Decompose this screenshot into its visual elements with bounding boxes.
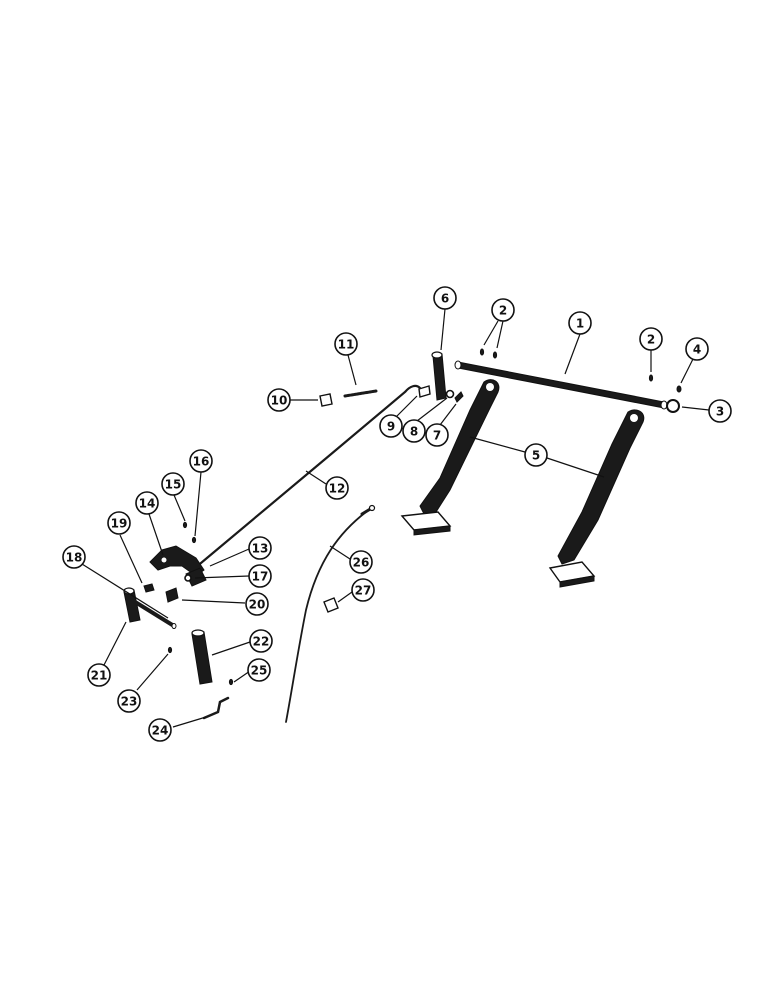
part-lever-22 <box>191 629 213 685</box>
callout-label: 13 <box>252 542 269 556</box>
callout-label: 16 <box>193 455 210 469</box>
callout-3: 3 <box>708 399 732 423</box>
callout-15: 15 <box>161 472 185 496</box>
part-washer-17 <box>184 574 192 582</box>
callout-25: 25 <box>247 658 271 682</box>
part-control-rod-12 <box>193 384 422 570</box>
part-washer-8 <box>445 389 455 399</box>
callout-8: 8 <box>402 419 426 443</box>
callout-label: 8 <box>410 425 418 439</box>
part-end-bushing <box>666 399 680 413</box>
part-cross-shaft <box>454 360 668 410</box>
callout-label: 4 <box>693 343 701 357</box>
callout-label: 10 <box>271 394 288 408</box>
callout-label: 25 <box>251 664 268 678</box>
callout-label: 7 <box>433 429 441 443</box>
callout-19: 19 <box>107 511 131 535</box>
callout-label: 24 <box>152 724 169 738</box>
callout-27: 27 <box>351 578 375 602</box>
part-key-2c <box>648 374 654 382</box>
callout-label: 3 <box>716 405 724 419</box>
callout-2b: 2 <box>639 327 663 351</box>
part-pedal-right <box>548 409 645 588</box>
callout-label: 6 <box>441 292 449 306</box>
callout-label: 23 <box>121 695 138 709</box>
callout-1: 1 <box>568 311 592 335</box>
callout-13: 13 <box>248 536 272 560</box>
callout-label: 14 <box>139 497 156 511</box>
part-upright-lever <box>431 351 447 401</box>
part-clip-9 <box>418 385 431 398</box>
callout-label: 9 <box>387 420 395 434</box>
part-pin-25 <box>228 678 234 686</box>
callout-23: 23 <box>117 689 141 713</box>
callout-5: 5 <box>524 443 548 467</box>
part-cable-26 <box>285 504 376 723</box>
part-clip-10 <box>319 393 333 407</box>
part-bent-rod-24 <box>202 696 230 720</box>
part-pin-7 <box>454 391 464 403</box>
part-nut-19 <box>143 583 155 593</box>
callout-label: 19 <box>111 517 128 531</box>
callout-label: 2 <box>499 304 507 318</box>
callout-20: 20 <box>245 592 269 616</box>
part-key-2a <box>479 348 485 356</box>
callout-18: 18 <box>62 545 86 569</box>
callout-label: 21 <box>91 669 108 683</box>
callout-14: 14 <box>135 491 159 515</box>
callout-11: 11 <box>334 332 358 356</box>
part-pedal-left <box>400 379 500 536</box>
callout-26: 26 <box>349 550 373 574</box>
callout-label: 15 <box>165 478 182 492</box>
part-clip-27 <box>323 597 339 613</box>
callout-7: 7 <box>425 423 449 447</box>
callout-label: 20 <box>249 598 266 612</box>
part-pin-15 <box>182 521 188 529</box>
part-small-pin-4 <box>676 385 682 393</box>
callout-label: 2 <box>647 333 655 347</box>
callout-label: 27 <box>355 584 372 598</box>
part-spring-11 <box>343 389 378 398</box>
part-key-2b <box>492 351 498 359</box>
callout-4: 4 <box>685 337 709 361</box>
leader-lines <box>81 308 710 728</box>
callout-16: 16 <box>189 449 213 473</box>
callout-12: 12 <box>325 476 349 500</box>
part-pin-23 <box>167 646 173 654</box>
callout-label: 18 <box>66 551 83 565</box>
callout-2a: 2 <box>491 298 515 322</box>
part-pin-16 <box>191 536 197 544</box>
callout-label: 11 <box>338 338 355 352</box>
callout-24: 24 <box>148 718 172 742</box>
callout-21: 21 <box>87 663 111 687</box>
callout-22: 22 <box>249 629 273 653</box>
callout-17: 17 <box>248 564 272 588</box>
callout-label: 26 <box>353 556 370 570</box>
callout-label: 1 <box>576 317 584 331</box>
callout-10: 10 <box>267 388 291 412</box>
callout-label: 5 <box>532 449 540 463</box>
part-bracket-assembly <box>149 545 207 587</box>
part-bolt-20 <box>165 587 179 603</box>
callout-label: 17 <box>252 570 269 584</box>
callout-label: 12 <box>329 482 346 496</box>
callout-label: 22 <box>253 635 270 649</box>
callout-9: 9 <box>379 414 403 438</box>
callout-6: 6 <box>433 286 457 310</box>
